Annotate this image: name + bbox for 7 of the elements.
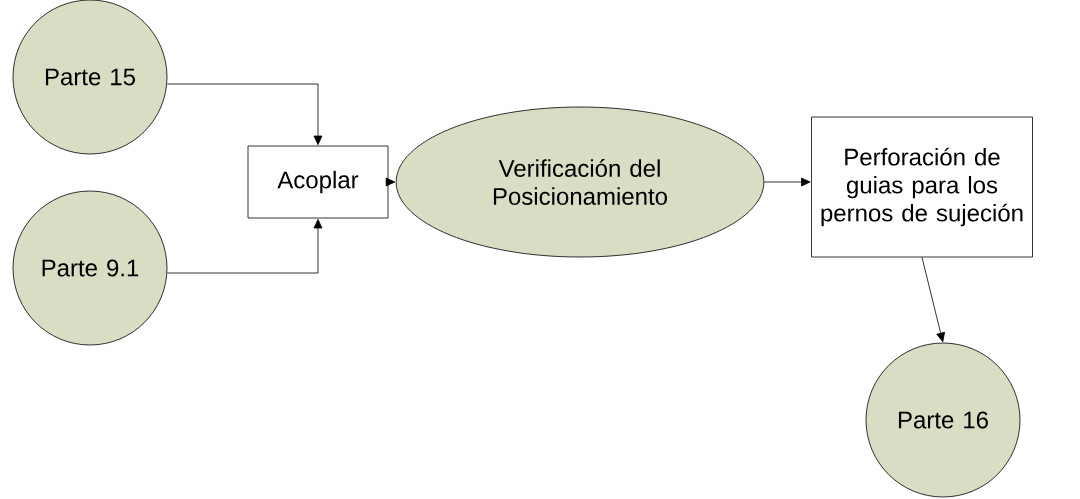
process-box: Perforación de guias para los pernos de sujeción — [811, 116, 1033, 258]
arrow — [167, 219, 323, 274]
arrow — [763, 177, 811, 187]
arrow — [167, 83, 323, 146]
process-box: Acoplar — [247, 145, 389, 219]
arrow — [921, 257, 945, 343]
arrow — [385, 177, 396, 187]
